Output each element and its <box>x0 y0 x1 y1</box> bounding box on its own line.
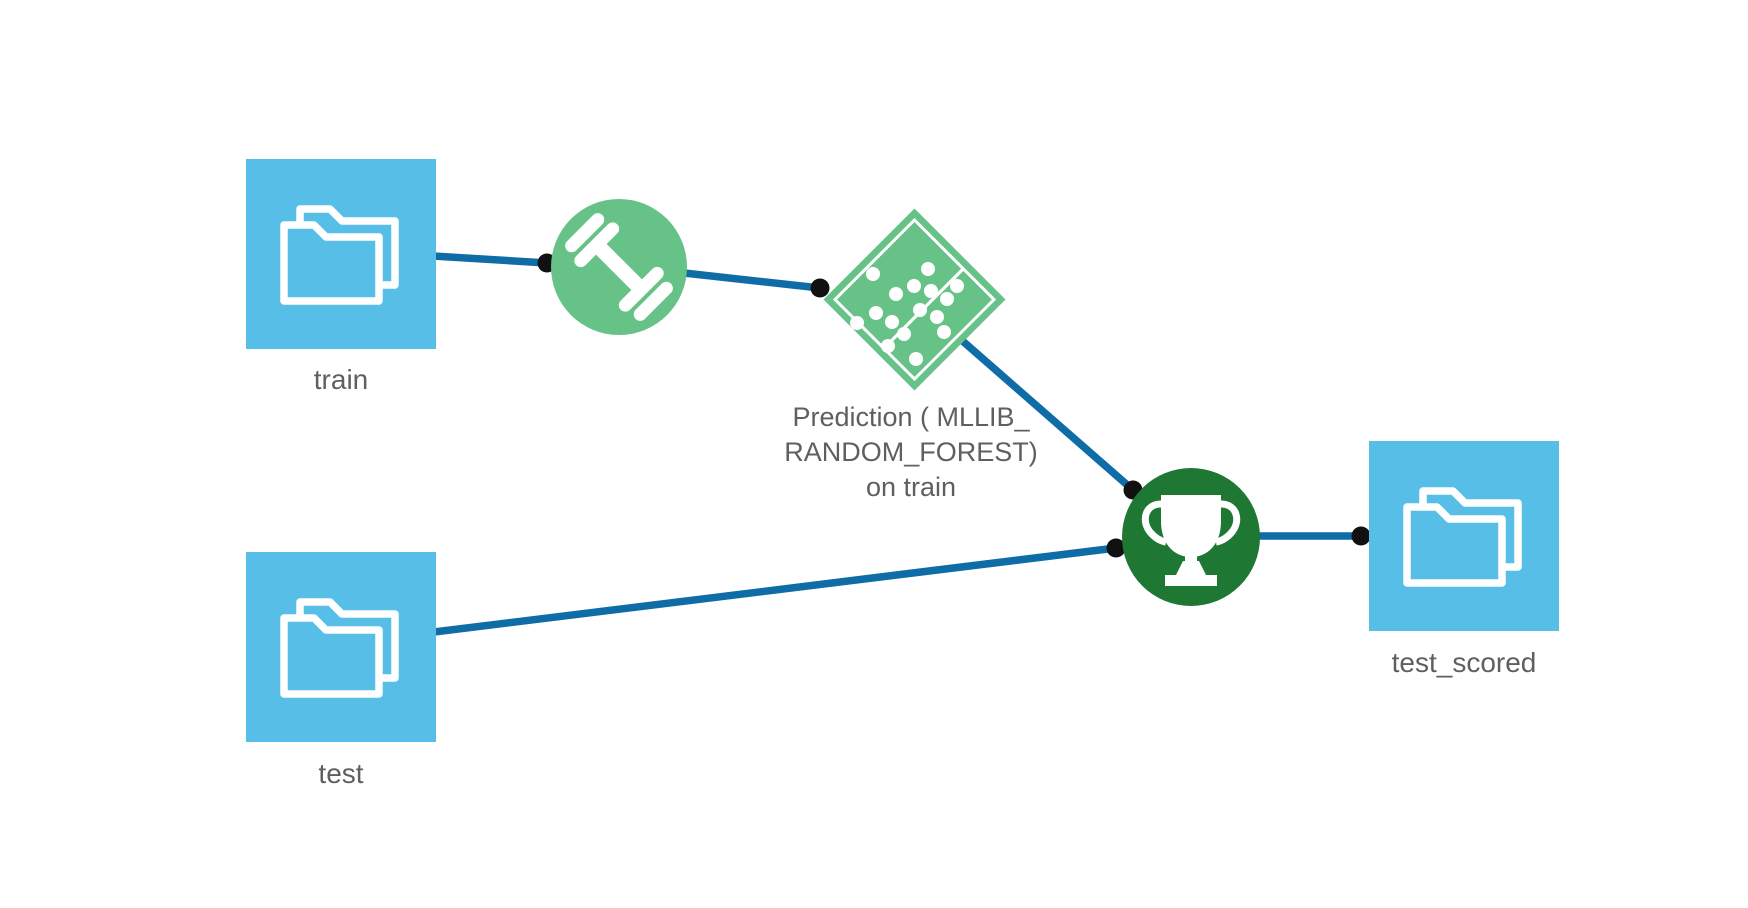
model-node[interactable] <box>823 208 1006 391</box>
model-label-line3: on train <box>865 472 957 502</box>
train-recipe-node[interactable] <box>551 199 687 335</box>
dataset-node-test-scored[interactable] <box>1369 441 1559 631</box>
edge-train-recipe-to-model <box>674 268 821 292</box>
model-label-line1: Prediction ( MLLIB_ <box>792 402 1030 432</box>
model-label-line2: RANDOM_FOREST) <box>784 437 1038 467</box>
edge-train-to-train-recipe <box>432 252 548 267</box>
folder-pair-icon <box>1407 491 1518 583</box>
connector-dot <box>1106 538 1126 558</box>
dataset-node-train[interactable] <box>246 159 436 349</box>
edges <box>432 252 1361 636</box>
edge-model-to-score-recipe <box>947 327 1136 493</box>
folder-pair-icon <box>284 209 395 301</box>
score-recipe-node[interactable] <box>1122 468 1260 606</box>
connector-dot <box>1351 526 1371 546</box>
folder-pair-icon <box>284 602 395 694</box>
trophy-icon <box>1141 495 1241 586</box>
node-label-test: test <box>318 758 364 789</box>
node-label-test-scored: test_scored <box>1391 647 1537 678</box>
edge-test-to-score-recipe <box>433 544 1117 636</box>
dataset-node-test[interactable] <box>246 552 436 742</box>
model-label: Prediction ( MLLIB_ RANDOM_FOREST) on tr… <box>741 400 1081 505</box>
dumbbell-icon <box>565 213 673 321</box>
node-label-train: train <box>313 364 369 395</box>
scatter-plot-icon <box>832 217 997 382</box>
connector-dot <box>810 278 830 298</box>
